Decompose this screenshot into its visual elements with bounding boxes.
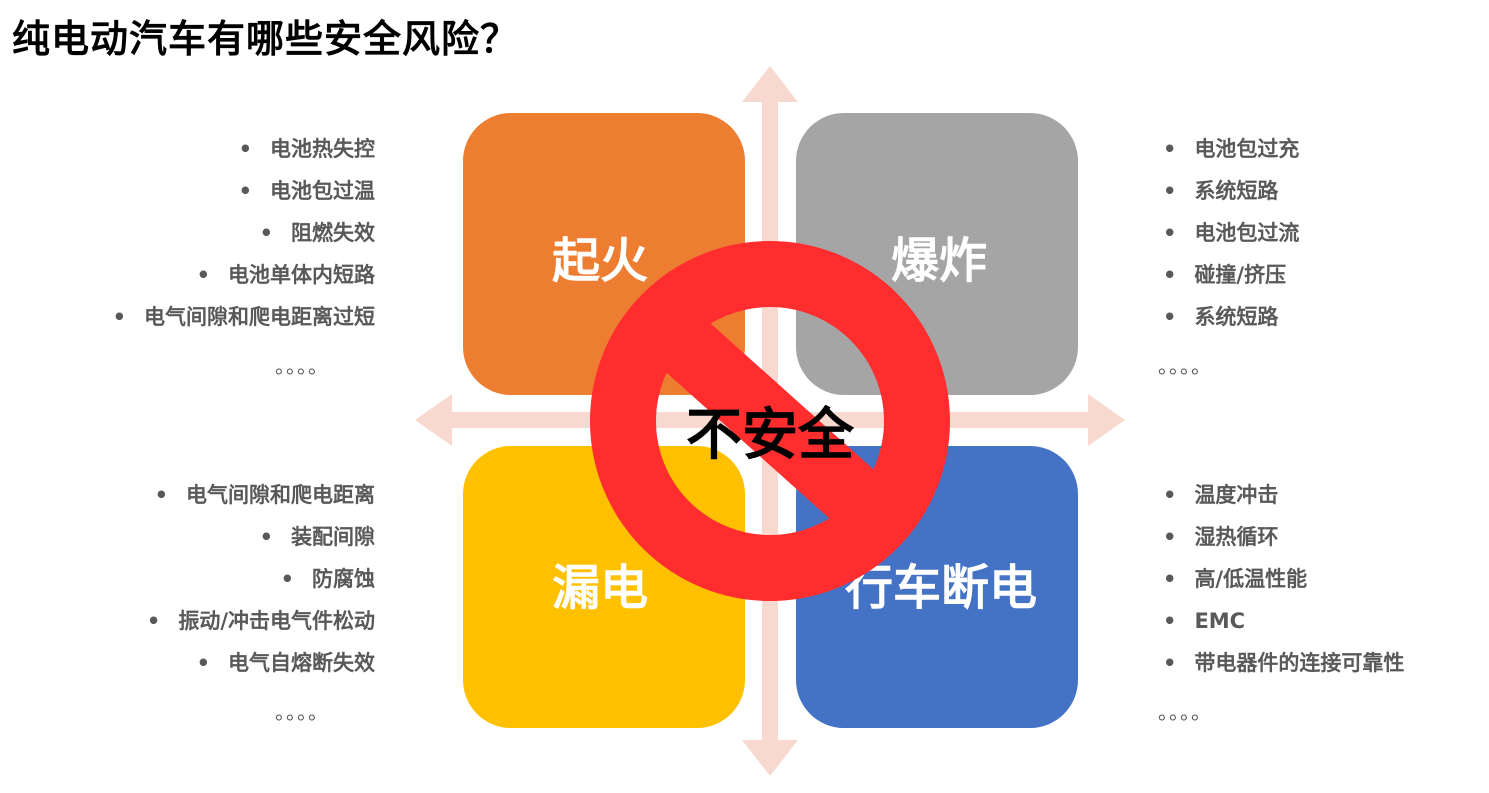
center-label: 不安全 [686, 403, 854, 468]
list-item: 电池包过流 [1163, 212, 1299, 254]
leakage-box [463, 446, 745, 728]
list-item: 系统短路 [1163, 170, 1299, 212]
page-title: 纯电动汽车有哪些安全风险？ [12, 17, 520, 61]
list-item: EMC [1163, 600, 1404, 642]
list-item: 带电器件的连接可靠性 [1163, 642, 1404, 684]
list-item: 电池包过温 [113, 170, 375, 212]
fire-label: 起火 [551, 233, 648, 289]
leakage-list-ellipsis: 。。。。 [275, 700, 329, 724]
list-item: 振动/冲击电气件松动 [147, 600, 375, 642]
leakage-risk-list: 电气间隙和爬电距离 装配间隙 防腐蚀 振动/冲击电气件松动 电气自熔断失效 [147, 474, 375, 684]
explosion-box [796, 113, 1078, 395]
power-loss-label: 行车断电 [844, 560, 1037, 616]
list-item: 装配间隙 [147, 516, 375, 558]
list-item: 电气间隙和爬电距离 [147, 474, 375, 516]
list-item: 电池单体内短路 [113, 254, 375, 296]
arrow-right-head [1088, 394, 1125, 446]
explosion-list-ellipsis: 。。。。 [1158, 354, 1212, 378]
list-item: 高/低温性能 [1163, 558, 1404, 600]
list-item: 电气间隙和爬电距离过短 [113, 296, 375, 338]
list-item: 防腐蚀 [147, 558, 375, 600]
arrow-down-head [742, 740, 798, 776]
explosion-label: 爆炸 [890, 233, 987, 289]
fire-risk-list: 电池热失控 电池包过温 阻燃失效 电池单体内短路 电气间隙和爬电距离过短 [113, 128, 375, 338]
list-item: 碰撞/挤压 [1163, 254, 1299, 296]
list-item: 系统短路 [1163, 296, 1299, 338]
list-item: 电气自熔断失效 [147, 642, 375, 684]
list-item: 电池包过充 [1163, 128, 1299, 170]
explosion-risk-list: 电池包过充 系统短路 电池包过流 碰撞/挤压 系统短路 [1163, 128, 1299, 338]
list-item: 温度冲击 [1163, 474, 1404, 516]
list-item: 湿热循环 [1163, 516, 1404, 558]
power-loss-list-ellipsis: 。。。。 [1158, 700, 1212, 724]
arrow-up-head [742, 66, 798, 102]
arrow-left-head [415, 394, 452, 446]
fire-list-ellipsis: 。。。。 [275, 354, 329, 378]
leakage-label: 漏电 [551, 560, 648, 616]
list-item: 电池热失控 [113, 128, 375, 170]
power-loss-risk-list: 温度冲击 湿热循环 高/低温性能 EMC 带电器件的连接可靠性 [1163, 474, 1404, 684]
list-item: 阻燃失效 [113, 212, 375, 254]
